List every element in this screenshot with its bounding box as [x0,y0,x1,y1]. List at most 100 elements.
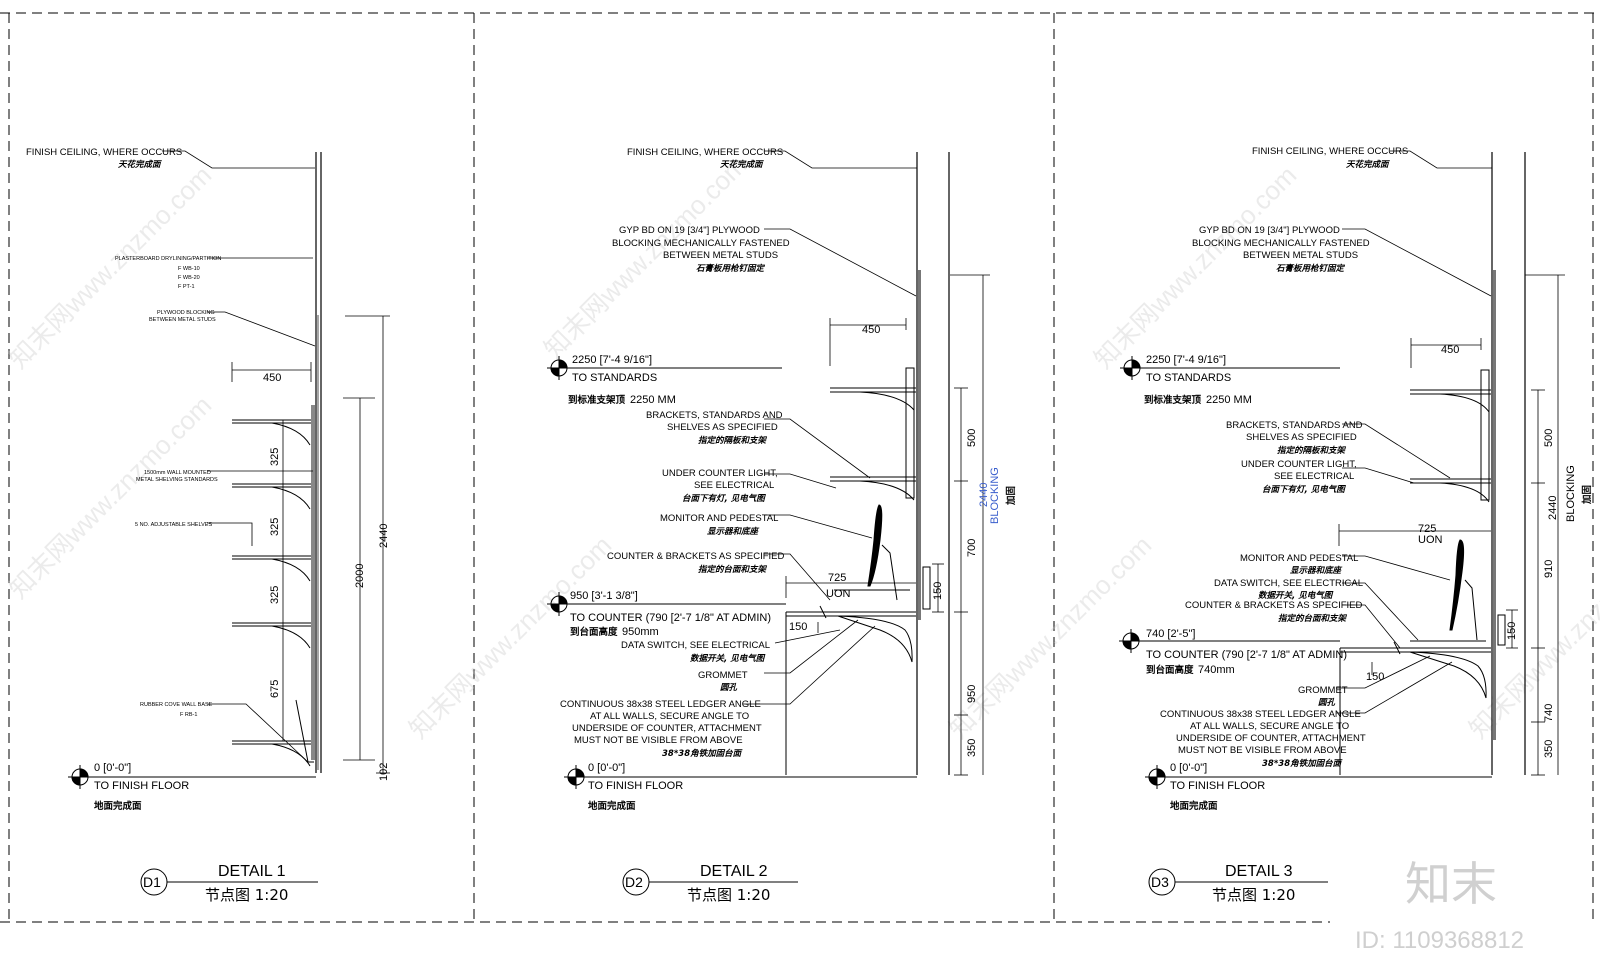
d3-dim-depth: 450 [1441,344,1459,356]
d1-shelves [232,420,314,766]
d2-dim-blocking: BLOCKING [989,467,1001,524]
watermark-text: 知末网www.znzmo.com [3,390,217,604]
d1-dim-spacing: 325 [269,518,281,536]
d2-std-zh: 到标准支架顶 [568,394,626,406]
d3-counter-br-label: COUNTER & BRACKETS AS SPECIFIED [1185,600,1363,611]
d3-counter-marker [1119,629,1340,653]
d1-floor-label: TO FINISH FLOOR [94,780,189,792]
d2-counter-label: TO COUNTER (790 [2'-7 1/8" AT ADMIN) [570,612,771,624]
d3-ledger-label: AT ALL WALLS, SECURE ANGLE TO [1190,721,1349,732]
d2-detail-tag: D2 [625,874,643,890]
d1-ceiling-zh: 天花完成面 [118,159,162,170]
d1-standards-label: METAL SHELVING STANDARDS [136,477,218,483]
d2-counter-mm: 950mm [622,626,659,638]
d2-dim-jiagu: 加固 [1005,486,1017,506]
d1-shelves-label: 5 NO. ADJUSTABLE SHELVES [135,522,212,528]
d1-standards-label: 1500mm WALL MOUNTED [144,470,211,476]
d1-plywood-label: BETWEEN METAL STUDS [149,317,216,323]
d3-std-label: TO STANDARDS [1146,372,1231,384]
d3-counter-assembly [1340,540,1491,775]
d3-floor-marker [1145,765,1492,789]
d2-ceiling-label: FINISH CEILING, WHERE OCCURS [627,147,783,158]
d2-floor-label: TO FINISH FLOOR [588,780,683,792]
d2-light-label: UNDER COUNTER LIGHT, [662,468,778,479]
d3-counter-zh: 到台面高度 [1146,664,1194,676]
d2-dim-350: 350 [966,739,978,757]
d3-title-block [1149,869,1328,895]
d3-data-zh: 数据开关, 见电气图 [1258,590,1334,601]
d3-brackets-label: SHELVES AS SPECIFIED [1246,432,1357,443]
d3-ledger-label: UNDERSIDE OF COUNTER, ATTACHMENT [1176,733,1366,744]
d2-gyp-label: GYP BD ON 19 [3/4"] PLYWOOD [619,225,760,236]
d2-light-label: SEE ELECTRICAL [694,480,774,491]
d3-ceiling-label: FINISH CEILING, WHERE OCCURS [1252,146,1408,157]
d2-dim-v150: 150 [932,582,944,600]
d1-dim-height: 2000 [354,564,366,588]
d2-brackets-label: BRACKETS, STANDARDS AND [646,410,783,421]
d2-detail-title: DETAIL 2 [700,863,768,880]
d2-grommet-zh: 圆孔 [720,682,738,693]
d2-monitor-zh: 显示器和底座 [707,526,760,537]
d3-data-label: DATA SWITCH, SEE ELECTRICAL [1214,578,1363,589]
d3-ledger-label: MUST NOT BE VISIBLE FROM ABOVE [1178,745,1347,756]
d3-gyp-label: BLOCKING MECHANICALLY FASTENED [1192,238,1370,249]
d3-dim-500: 500 [1543,429,1555,447]
d1-finish-tag: F WB-20 [178,275,200,281]
d2-dimensions [786,275,990,775]
d1-plasterboard-label: PLASTERBOARD DRYLINING/PARTITION [115,256,221,262]
d3-grommet-zh: 圆孔 [1318,697,1336,708]
d1-dim-spacing: 675 [269,680,281,698]
d2-detail-subtitle: 节点图 1:20 [687,886,770,904]
d2-std-mm: 2250 MM [630,394,676,406]
d2-std-marker [547,356,782,380]
d2-light-zh: 台面下有灯, 见电气图 [682,493,766,504]
d2-title-block [623,869,798,895]
d1-dim-total: 2440 [378,524,390,548]
d3-dim-counter: 725 [1418,523,1436,535]
brand-watermark: 知末 [1405,857,1497,911]
d1-dim-spacing: 325 [269,448,281,466]
d3-std-mm: 2250 MM [1206,394,1252,406]
d1-ceiling-label: FINISH CEILING, WHERE OCCURS [26,147,182,158]
d3-dim-jiagu: 加固 [1581,485,1593,505]
d1-dim-depth: 450 [263,372,281,384]
d2-data-zh: 数据开关, 见电气图 [690,653,766,664]
d3-dim-v150: 150 [1506,622,1518,640]
d2-gyp-zh: 石膏板用枪钉固定 [696,263,766,274]
d2-counter-assembly [786,505,916,775]
d3-ledger-zh: 38*38角铁加固台面 [1262,758,1343,769]
d2-ledger-zh: 38*38角铁加固台面 [662,748,743,759]
d3-grommet-label: GROMMET [1298,685,1348,696]
d3-std-marker [1120,356,1340,380]
d3-brackets-label: BRACKETS, STANDARDS AND [1226,420,1363,431]
d2-grommet-label: GROMMET [698,670,748,681]
d2-ledger-label: UNDERSIDE OF COUNTER, ATTACHMENT [572,723,762,734]
d3-counter-mm: 740mm [1198,664,1235,676]
d2-ledger-label: CONTINUOUS 38x38 STEEL LEDGER ANGLE [560,699,761,710]
d1-detail-tag: D1 [143,874,161,890]
d3-leaders [1336,151,1492,713]
d2-dim-total: 2440 [978,483,990,507]
d3-dim-total: 2440 [1547,496,1559,520]
d3-brackets-zh: 指定的隔板和支架 [1277,445,1347,456]
d2-gyp-label: BLOCKING MECHANICALLY FASTENED [612,238,790,249]
d3-dim-uon: UON [1418,534,1443,546]
d1-finish-tag: F PT-1 [178,284,195,290]
d2-std-label: TO STANDARDS [572,372,657,384]
d3-dim-blocking: BLOCKING [1565,465,1577,522]
d2-std-level: 2250 [7'-4 9/16"] [572,354,652,366]
d2-floor-marker [564,765,917,789]
d1-floor-zh: 地面完成面 [94,800,142,812]
sheet-frame [0,13,1600,922]
d1-floor-level: 0 [0'-0"] [94,762,131,774]
d3-counter-br-zh: 指定的台面和支架 [1278,613,1348,624]
watermark-text: 知末网www.znzmo.com [1463,530,1600,744]
d3-dim-c150: 150 [1366,671,1384,683]
d3-detail-tag: D3 [1151,874,1169,890]
d3-std-zh: 到标准支架顶 [1144,394,1202,406]
d1-floor-marker [68,765,316,789]
d3-light-label: SEE ELECTRICAL [1274,471,1354,482]
d3-detail-subtitle: 节点图 1:20 [1212,886,1295,904]
d3-dimensions [1339,275,1565,775]
